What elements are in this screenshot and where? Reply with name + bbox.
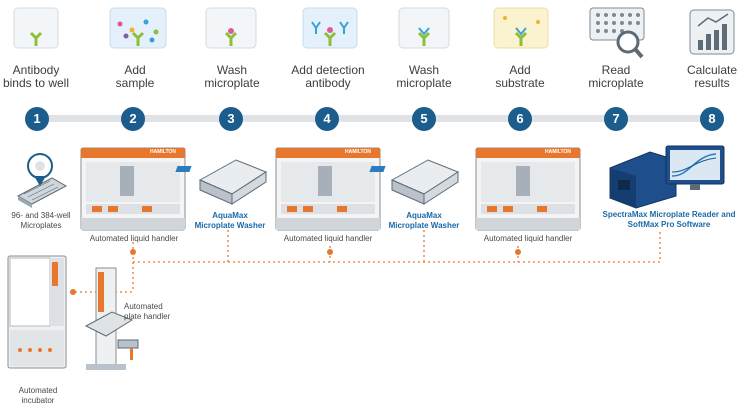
results-chart-icon [689,9,735,55]
detection-dish-icon [302,7,358,49]
liquid-handler-caption: Automated liquid handler [283,234,373,243]
software-monitor-icon [665,145,725,190]
step-number-3: 3 [219,107,243,131]
hamilton-logo: HAMILTON [345,149,371,155]
connector-dots [70,249,521,295]
step-number-7: 7 [604,107,628,131]
wash-dish-icon [398,7,450,49]
microplate-reader-device [609,151,677,209]
plate-handler-device [84,267,139,370]
washer-device [175,159,268,205]
incubator-device [7,255,67,369]
substrate-dish-icon [493,7,549,49]
liquid-handler-caption: Automated liquid handler [483,234,573,243]
microplate-icon [16,153,68,208]
well-dish-icon [13,7,59,49]
connector-lines [75,230,661,293]
step-number-1: 1 [25,107,49,131]
read-microplate-icon [589,7,645,59]
liquid-handler-device [475,147,581,231]
liquid-handler-caption: Automated liquid handler [89,234,179,243]
step-number-2: 2 [121,107,145,131]
step-number-5: 5 [412,107,436,131]
workflow-track [36,115,716,122]
liquid-handler-device [275,147,381,231]
hamilton-logo: HAMILTON [545,149,571,155]
step-number-4: 4 [315,107,339,131]
wash-dish-icon [205,7,257,49]
step-number-8: 8 [700,107,724,131]
washer-device [369,159,460,205]
liquid-handler-device [80,147,186,231]
step-number-6: 6 [508,107,532,131]
sample-dish-icon [109,7,167,49]
hamilton-logo: HAMILTON [150,149,176,155]
